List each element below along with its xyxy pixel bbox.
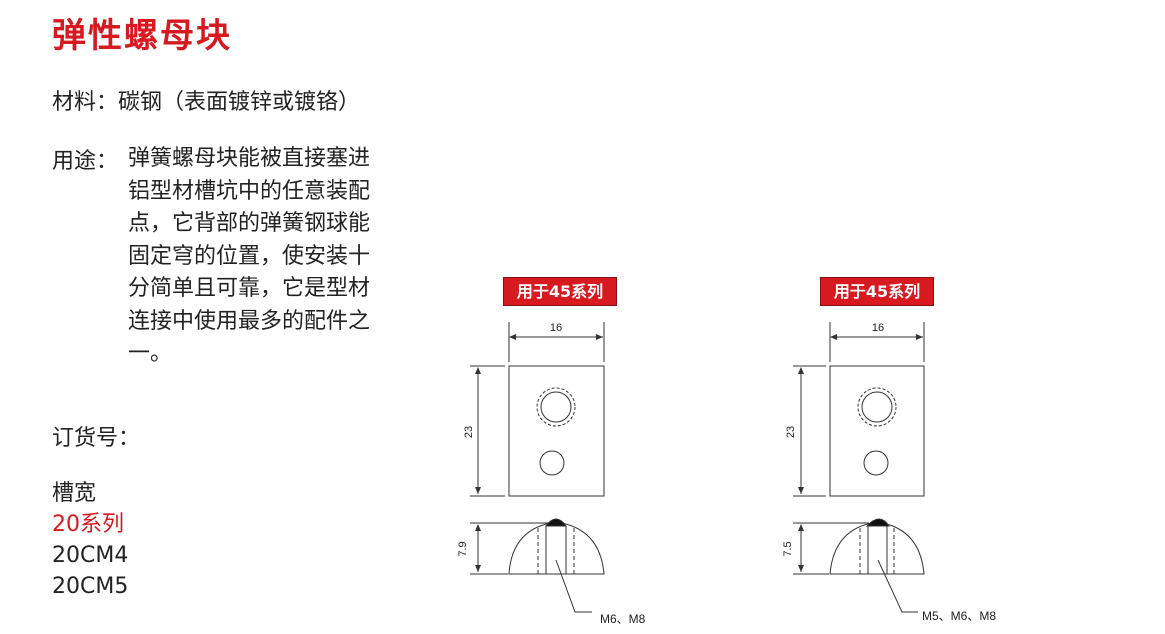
drawing-left bbox=[470, 322, 605, 613]
secondary-hole bbox=[863, 450, 889, 476]
slot-width-header: 槽宽 bbox=[52, 481, 97, 506]
usage-line: 铝型材槽坑中的任意装配 bbox=[128, 178, 371, 204]
usage-line: 分简单且可靠，它是型材 bbox=[128, 276, 371, 301]
drawing-right bbox=[793, 322, 925, 613]
dim-side-height-left: 7.9 bbox=[457, 541, 469, 556]
spring-ball bbox=[545, 518, 567, 527]
series-badge-left: 用于45系列 bbox=[503, 277, 617, 306]
usage-description: 弹簧螺母块能被直接塞进 铝型材槽坑中的任意装配 点，它背部的弹簧钢球能 固定穹的… bbox=[128, 143, 418, 371]
spring-ball-outline bbox=[536, 387, 576, 427]
material-text: 材料：碳钢（表面镀锌或镀铬） bbox=[52, 90, 361, 115]
thread-label-right: M5、M6、M8 bbox=[922, 609, 996, 623]
usage-line: 一。 bbox=[128, 341, 173, 366]
usage-label: 用途： bbox=[52, 149, 119, 174]
secondary-hole bbox=[539, 450, 565, 476]
spring-ball-outline bbox=[857, 387, 897, 427]
page-title: 弹性螺母块 bbox=[52, 16, 232, 56]
series-badge-right: 用于45系列 bbox=[820, 277, 934, 306]
dim-height-left: 23 bbox=[463, 426, 475, 438]
usage-line: 点，它背部的弹簧钢球能 bbox=[128, 211, 371, 236]
order-list: 槽宽 20系列 20CM4 20CM5 bbox=[52, 478, 128, 602]
side-profile bbox=[829, 521, 925, 575]
spring-ball bbox=[865, 518, 890, 527]
order-item: 20CM4 bbox=[52, 543, 129, 568]
usage-line: 连接中使用最多的配件之 bbox=[128, 308, 371, 334]
dim-width-left: 16 bbox=[550, 322, 562, 334]
threaded-hole bbox=[861, 391, 893, 423]
dim-width-right: 16 bbox=[872, 322, 884, 334]
side-profile bbox=[508, 521, 605, 575]
order-item: 20CM5 bbox=[52, 574, 129, 599]
dim-height-right: 23 bbox=[785, 426, 797, 438]
thread-label-left: M6、M8 bbox=[600, 612, 646, 626]
plate-top-view bbox=[829, 365, 925, 497]
threaded-hole bbox=[540, 391, 572, 423]
series-label: 20系列 bbox=[52, 512, 124, 537]
usage-line: 固定穹的位置，使安装十 bbox=[128, 243, 371, 269]
order-label: 订货号： bbox=[52, 426, 141, 451]
dim-side-height-right: 7.5 bbox=[782, 541, 794, 556]
plate-top-view bbox=[508, 365, 605, 497]
usage-line: 弹簧螺母块能被直接塞进 bbox=[128, 146, 371, 171]
